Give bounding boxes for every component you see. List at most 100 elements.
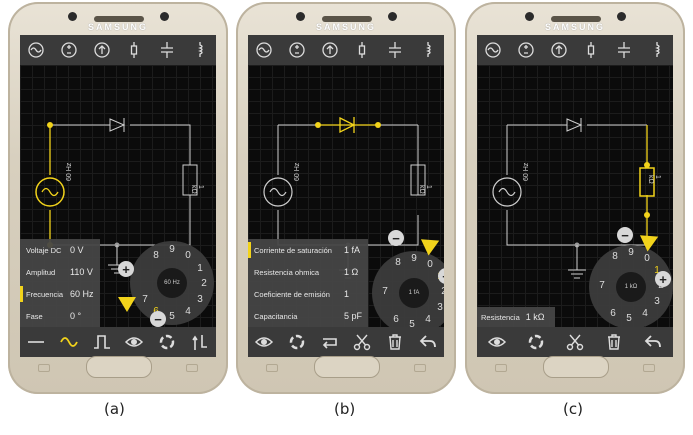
trash-icon[interactable]	[383, 330, 407, 354]
capacitor-icon[interactable]	[613, 39, 635, 61]
edit-toolbar	[477, 327, 673, 357]
dial-digit[interactable]: 8	[395, 257, 401, 268]
wave-toolbar	[20, 327, 216, 357]
dial-digit[interactable]: 9	[411, 253, 417, 264]
speaker-grille	[94, 16, 144, 22]
dial-digit[interactable]: 4	[425, 314, 431, 325]
dial-digit[interactable]: 0	[185, 250, 191, 261]
current-source-icon[interactable]	[548, 39, 570, 61]
ac-source-icon[interactable]	[253, 39, 275, 61]
dial-digit[interactable]: 6	[393, 314, 399, 325]
dial-digit[interactable]: 6	[610, 308, 616, 319]
increment-button[interactable]: +	[118, 261, 134, 277]
eye-icon[interactable]	[485, 330, 509, 354]
rotate-icon[interactable]	[155, 330, 179, 354]
value-dial[interactable]: 8 9 0 1 2 3 4 5 6 7 1 fA	[372, 251, 444, 335]
dial-digit[interactable]: 7	[382, 286, 388, 297]
dial-digit[interactable]: 2	[201, 278, 207, 289]
inductor-icon[interactable]	[417, 39, 439, 61]
circuit-canvas[interactable]: 60 Hz 1 kΩ	[477, 65, 673, 327]
dial-digit[interactable]: 8	[153, 250, 159, 261]
reverse-icon[interactable]	[318, 330, 342, 354]
eye-icon[interactable]	[122, 330, 146, 354]
dial-digit[interactable]: 7	[142, 294, 148, 305]
increment-button[interactable]: +	[655, 271, 671, 287]
dial-digit[interactable]: 5	[626, 313, 632, 324]
resistor-icon[interactable]	[351, 39, 373, 61]
dial-digit[interactable]: 1	[197, 263, 203, 274]
param-label: Corriente de saturación	[254, 245, 332, 255]
undo-icon[interactable]	[416, 330, 440, 354]
flip-icon[interactable]	[188, 330, 212, 354]
inductor-icon[interactable]	[189, 39, 211, 61]
direction-arrow-icon	[118, 297, 136, 312]
dial-digit[interactable]: 3	[654, 296, 660, 307]
dial-digit[interactable]: 0	[644, 253, 650, 264]
dial-digit-highlighted[interactable]: 1	[654, 265, 660, 276]
recent-apps-key[interactable]	[38, 364, 50, 372]
current-source-icon[interactable]	[319, 39, 341, 61]
inductor-icon[interactable]	[646, 39, 668, 61]
resistor-icon[interactable]	[123, 39, 145, 61]
home-button[interactable]	[86, 356, 152, 378]
back-key[interactable]	[643, 364, 655, 372]
recent-apps-key[interactable]	[266, 364, 278, 372]
home-button[interactable]	[314, 356, 380, 378]
decrement-button[interactable]: −	[388, 230, 404, 246]
rotate-icon[interactable]	[285, 330, 309, 354]
dial-digit[interactable]: 9	[169, 244, 175, 255]
dial-digit[interactable]: 2	[438, 286, 444, 297]
decrement-button[interactable]: −	[617, 227, 633, 243]
source-label: 60 Hz	[66, 162, 73, 181]
parameter-panel[interactable]: Resistencia 1 kΩ	[477, 307, 555, 327]
capacitor-icon[interactable]	[384, 39, 406, 61]
recent-apps-key[interactable]	[495, 364, 507, 372]
back-key[interactable]	[414, 364, 426, 372]
dial-digit[interactable]: 0	[427, 259, 433, 270]
cut-icon[interactable]	[563, 330, 587, 354]
decrement-button[interactable]: −	[150, 311, 166, 327]
dial-digit[interactable]: 9	[628, 247, 634, 258]
current-source-icon[interactable]	[91, 39, 113, 61]
dial-center-value: 1 fA	[399, 278, 429, 308]
rotate-icon[interactable]	[524, 330, 548, 354]
dial-digit[interactable]: 4	[185, 306, 191, 317]
cut-icon[interactable]	[350, 330, 374, 354]
square-wave-icon[interactable]	[90, 330, 114, 354]
param-value: 110 V	[70, 267, 93, 277]
value-dial[interactable]: 8 9 0 1 2 3 4 5 6 7 1 kΩ	[589, 245, 673, 329]
value-dial[interactable]: 9 0 1 2 3 4 5 6 7 8 60 Hz	[130, 241, 214, 325]
dial-digit[interactable]: 7	[599, 280, 605, 291]
dial-digit[interactable]: 4	[642, 308, 648, 319]
dial-digit[interactable]: 8	[612, 251, 618, 262]
dial-digit[interactable]: 5	[169, 311, 175, 322]
dc-wave-icon[interactable]	[24, 330, 48, 354]
capacitor-icon[interactable]	[156, 39, 178, 61]
sine-wave-icon[interactable]	[57, 330, 81, 354]
undo-icon[interactable]	[641, 330, 665, 354]
dc-source-icon[interactable]	[515, 39, 537, 61]
home-button[interactable]	[543, 356, 609, 378]
ac-source-icon[interactable]	[25, 39, 47, 61]
dial-digit[interactable]: 3	[437, 302, 443, 313]
edit-toolbar	[248, 327, 444, 357]
resistor-icon[interactable]	[580, 39, 602, 61]
back-key[interactable]	[186, 364, 198, 372]
trash-icon[interactable]	[602, 330, 626, 354]
dial-digit[interactable]: 5	[409, 319, 415, 330]
dc-source-icon[interactable]	[286, 39, 308, 61]
dial-digit[interactable]: 3	[197, 294, 203, 305]
dc-source-icon[interactable]	[58, 39, 80, 61]
proximity-sensor	[296, 12, 305, 21]
eye-icon[interactable]	[252, 330, 276, 354]
increment-button[interactable]: +	[438, 268, 444, 284]
ac-source-icon[interactable]	[482, 39, 504, 61]
